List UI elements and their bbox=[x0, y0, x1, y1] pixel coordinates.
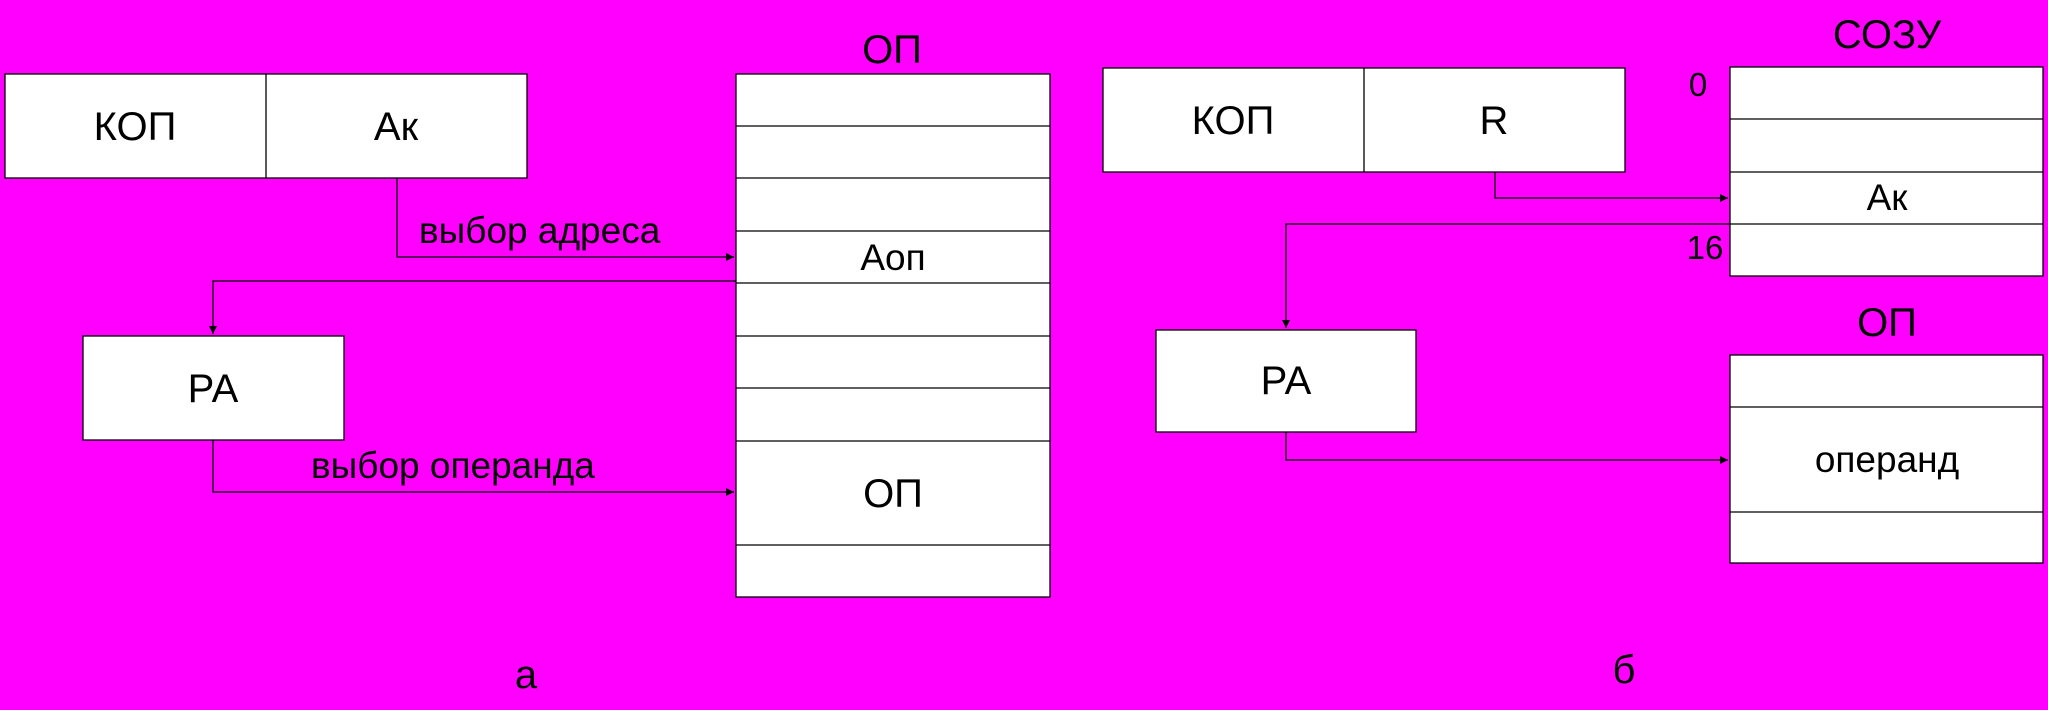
register-label: РА bbox=[1261, 359, 1312, 403]
arrow-address-select bbox=[396, 178, 734, 261]
sozu-title: СОЗУ bbox=[1833, 13, 1942, 57]
caption-b: б bbox=[1613, 648, 1636, 692]
diagram-b: КОП R СОЗУ 0 16 Ак РА ОП операнд bbox=[1102, 13, 2044, 692]
register-field: R bbox=[1480, 99, 1509, 143]
memory-cell-operand-address: Аоп bbox=[860, 237, 925, 278]
diagram-a: КОП Ак ОП Аоп ОП РА выбор адреса выб bbox=[4, 28, 1051, 697]
instruction-word-a: КОП Ак bbox=[4, 73, 528, 179]
caption-a: а bbox=[515, 653, 538, 697]
arrow-register-to-sozu bbox=[1494, 172, 1728, 202]
address-field: Ак bbox=[374, 105, 419, 149]
opcode-field: КОП bbox=[94, 105, 177, 149]
memory-cell-operand: ОП bbox=[863, 472, 923, 516]
register-frame bbox=[1155, 329, 1417, 433]
memory-frame bbox=[1729, 354, 2044, 564]
sozu-cell-address: Ак bbox=[1867, 177, 1909, 218]
address-register-a: РА bbox=[82, 335, 345, 441]
arrow-address-label: выбор адреса bbox=[419, 210, 661, 251]
arrow-operand-select bbox=[212, 440, 734, 496]
arrow-operand-label: выбор операнда bbox=[311, 445, 595, 486]
main-memory-a: Аоп ОП bbox=[735, 73, 1051, 598]
register-label: РА bbox=[188, 367, 239, 411]
arrow-register-to-memory bbox=[1285, 432, 1728, 464]
memory-title: ОП bbox=[1857, 301, 1917, 345]
memory-title: ОП bbox=[862, 28, 922, 72]
sozu-index-top: 0 bbox=[1689, 66, 1707, 103]
memory-cell-operand: операнд bbox=[1815, 439, 1959, 480]
arrow-sozu-to-register bbox=[1282, 223, 1730, 328]
main-memory-b: операнд bbox=[1729, 354, 2044, 564]
instruction-word-b: КОП R bbox=[1102, 67, 1626, 173]
sozu-index-bottom: 16 bbox=[1687, 229, 1724, 266]
opcode-field: КОП bbox=[1192, 99, 1275, 143]
sozu-register-file: Ак bbox=[1729, 66, 2044, 277]
arrow-to-register bbox=[209, 280, 736, 334]
address-register-b: РА bbox=[1155, 329, 1417, 433]
